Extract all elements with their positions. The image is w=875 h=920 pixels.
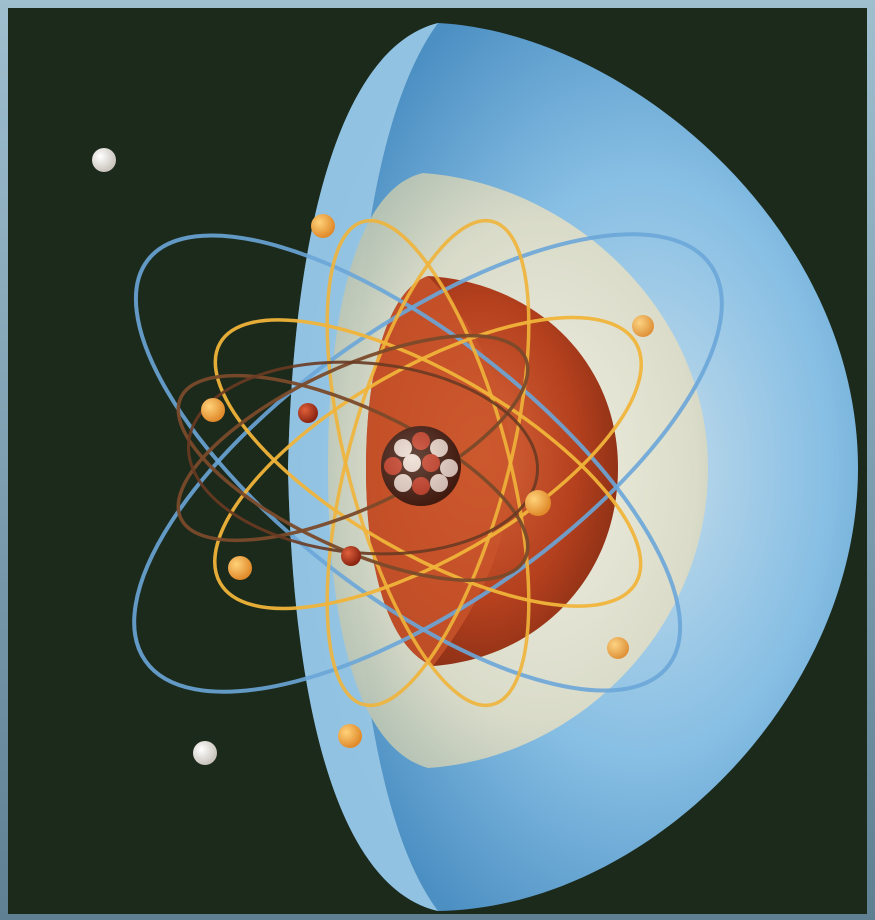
atom-svg bbox=[8, 8, 867, 914]
white-electron-2 bbox=[193, 741, 217, 765]
orange-electron-4 bbox=[338, 724, 362, 748]
orange-electron-2 bbox=[201, 398, 225, 422]
red-electron-1 bbox=[298, 403, 318, 423]
orange-electron-7 bbox=[607, 637, 629, 659]
orange-electron-1 bbox=[311, 214, 335, 238]
red-electron-2 bbox=[341, 546, 361, 566]
white-electron-1 bbox=[92, 148, 116, 172]
orange-electron-3 bbox=[228, 556, 252, 580]
nucleus bbox=[381, 426, 461, 506]
atom-illustration bbox=[8, 8, 867, 914]
orange-electron-6 bbox=[632, 315, 654, 337]
orange-electron-5 bbox=[525, 490, 551, 516]
